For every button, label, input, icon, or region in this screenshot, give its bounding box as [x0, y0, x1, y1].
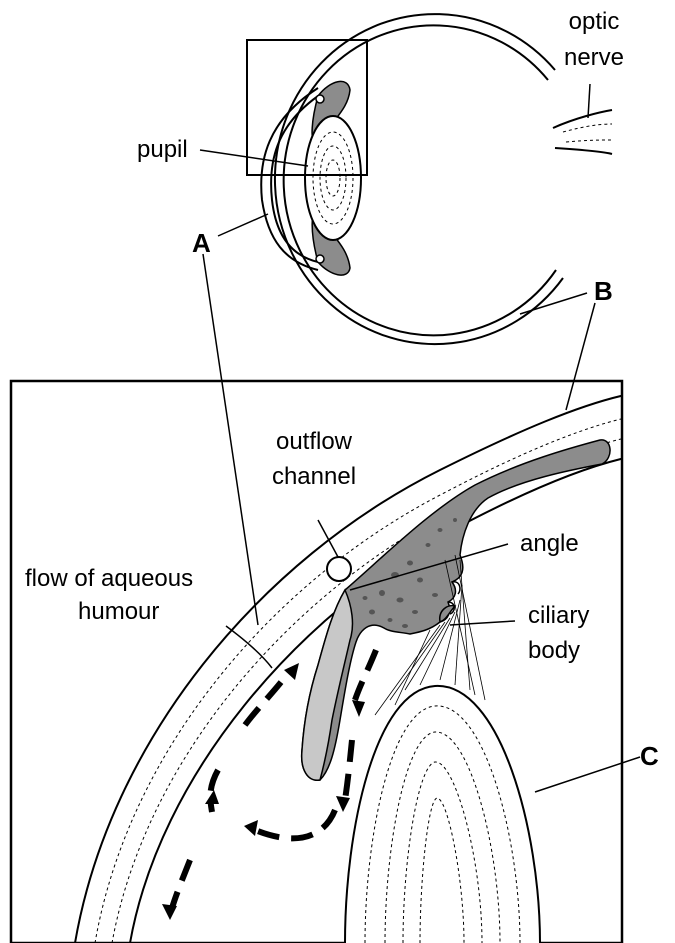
- b-leader-bottom: [566, 303, 595, 410]
- label-a: A: [192, 229, 211, 257]
- label-angle: angle: [520, 530, 579, 558]
- label-nerve: nerve: [554, 44, 634, 72]
- a-leader-top: [218, 214, 268, 236]
- lens-small: [305, 116, 361, 240]
- label-c: C: [640, 742, 659, 770]
- label-ciliary: ciliary: [528, 602, 589, 630]
- label-channel: channel: [250, 463, 378, 491]
- label-humour: humour: [78, 598, 159, 626]
- outflow-channel: [327, 557, 351, 581]
- pupil-leader: [200, 150, 308, 166]
- label-b: B: [594, 277, 613, 305]
- lens-zoom: [345, 686, 540, 943]
- label-pupil: pupil: [137, 136, 188, 164]
- label-optic: optic: [554, 8, 634, 36]
- label-body: body: [528, 637, 580, 665]
- label-outflow: outflow: [250, 428, 378, 456]
- b-leader-top: [520, 293, 587, 314]
- optic-nerve: [553, 84, 612, 154]
- label-flow: flow of aqueous: [25, 565, 193, 593]
